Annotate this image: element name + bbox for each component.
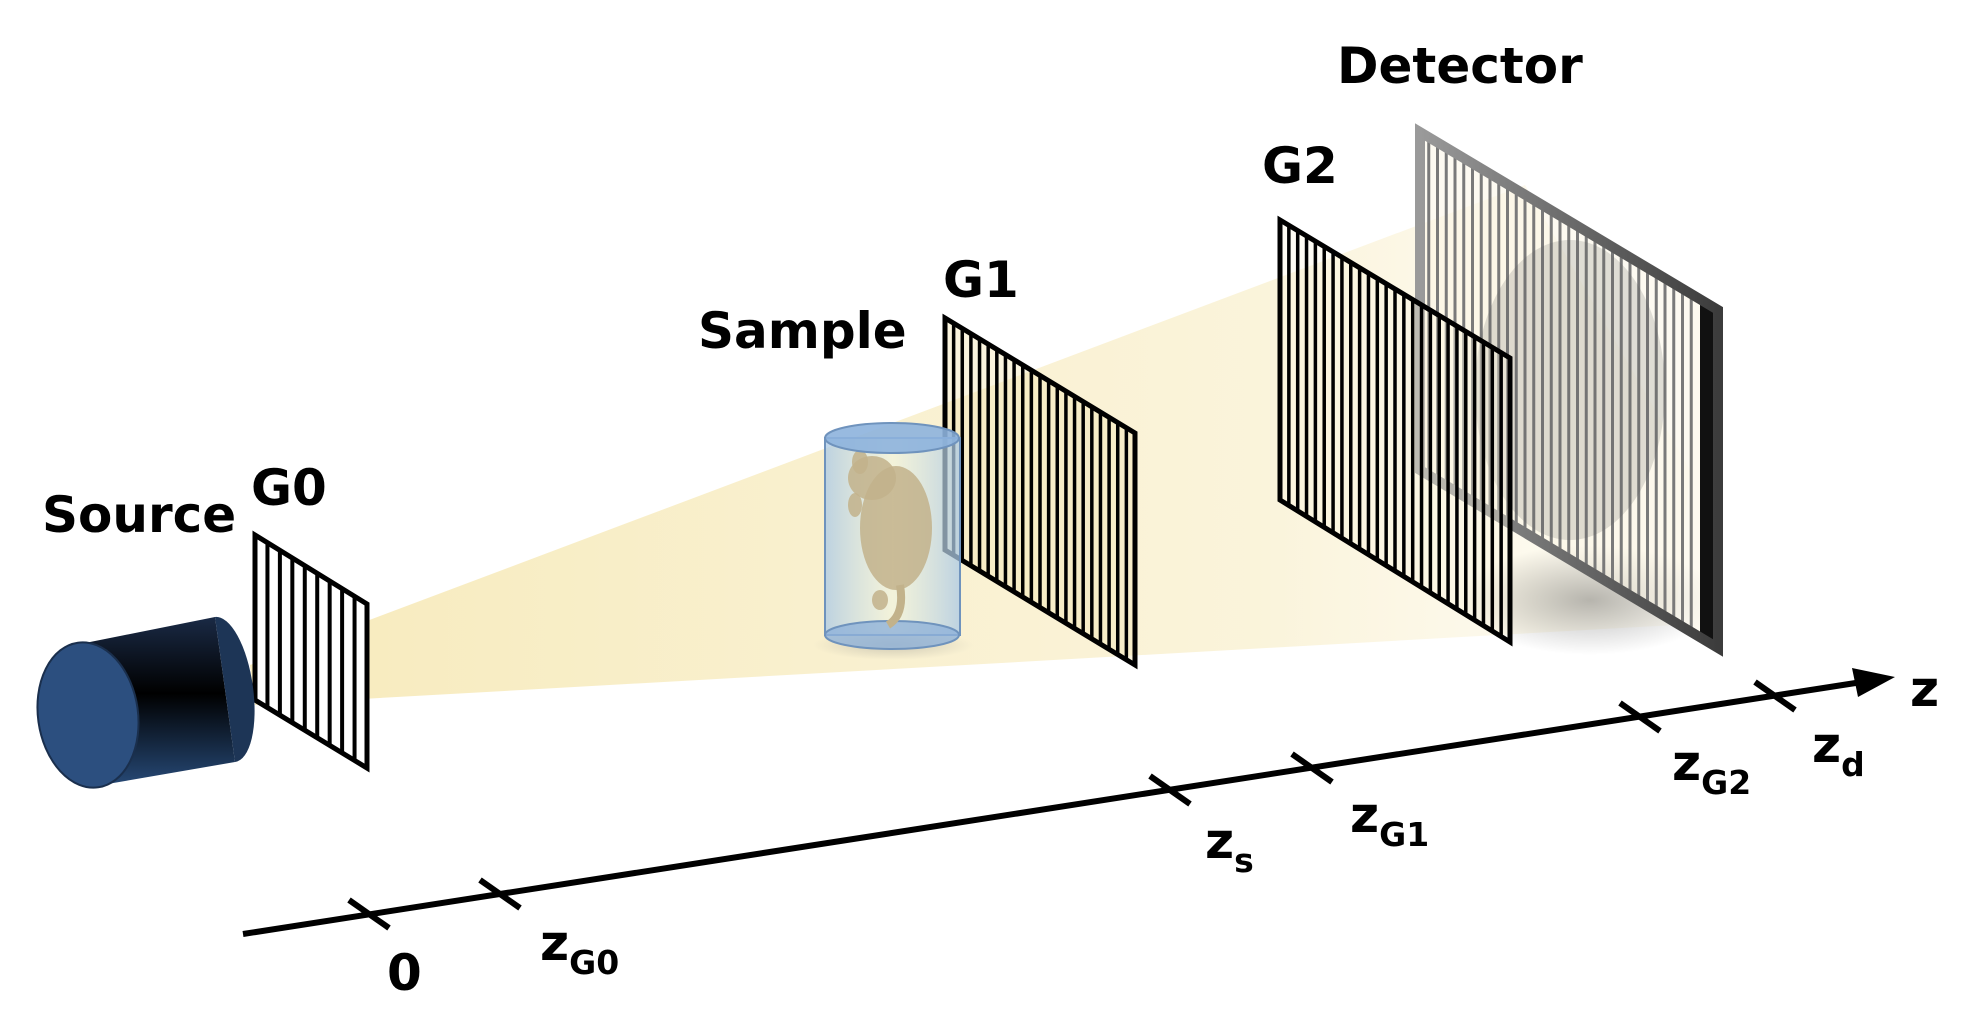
label-g1: G1: [943, 251, 1019, 309]
grating-g1: [942, 313, 1138, 670]
axis-tick-s: [1148, 773, 1192, 807]
label-axis-z: z: [1910, 660, 1939, 718]
tick-label-zd: zd: [1812, 716, 1865, 784]
grating-g0: [252, 530, 370, 773]
label-g2: G2: [1262, 137, 1338, 195]
tick-label-zg1: zG1: [1350, 786, 1429, 854]
mouse-icon: [848, 450, 932, 629]
label-g0: G0: [251, 459, 327, 517]
axis-tick-g1: [1290, 751, 1334, 785]
label-source: Source: [42, 486, 236, 544]
sample-cylinder: [813, 422, 973, 660]
grating-g2: [1277, 215, 1513, 647]
label-sample: Sample: [698, 302, 907, 360]
axis-tick-g0: [478, 877, 522, 911]
axis-arrowhead: [1852, 668, 1895, 697]
axis-tick-origin: [347, 897, 391, 931]
label-detector: Detector: [1337, 37, 1583, 95]
tick-label-zs: zs: [1205, 812, 1254, 880]
xray-source: [36, 616, 255, 789]
axis-tick-d: [1753, 679, 1797, 713]
z-axis: [242, 668, 1895, 937]
tick-label-origin: 0: [387, 944, 422, 1002]
detector: [1415, 123, 1723, 657]
axis-tick-g2: [1618, 700, 1662, 734]
detector-shadow-image: [1475, 240, 1665, 540]
tick-label-zg0: zG0: [540, 914, 619, 982]
tick-label-zg2: zG2: [1672, 734, 1751, 802]
